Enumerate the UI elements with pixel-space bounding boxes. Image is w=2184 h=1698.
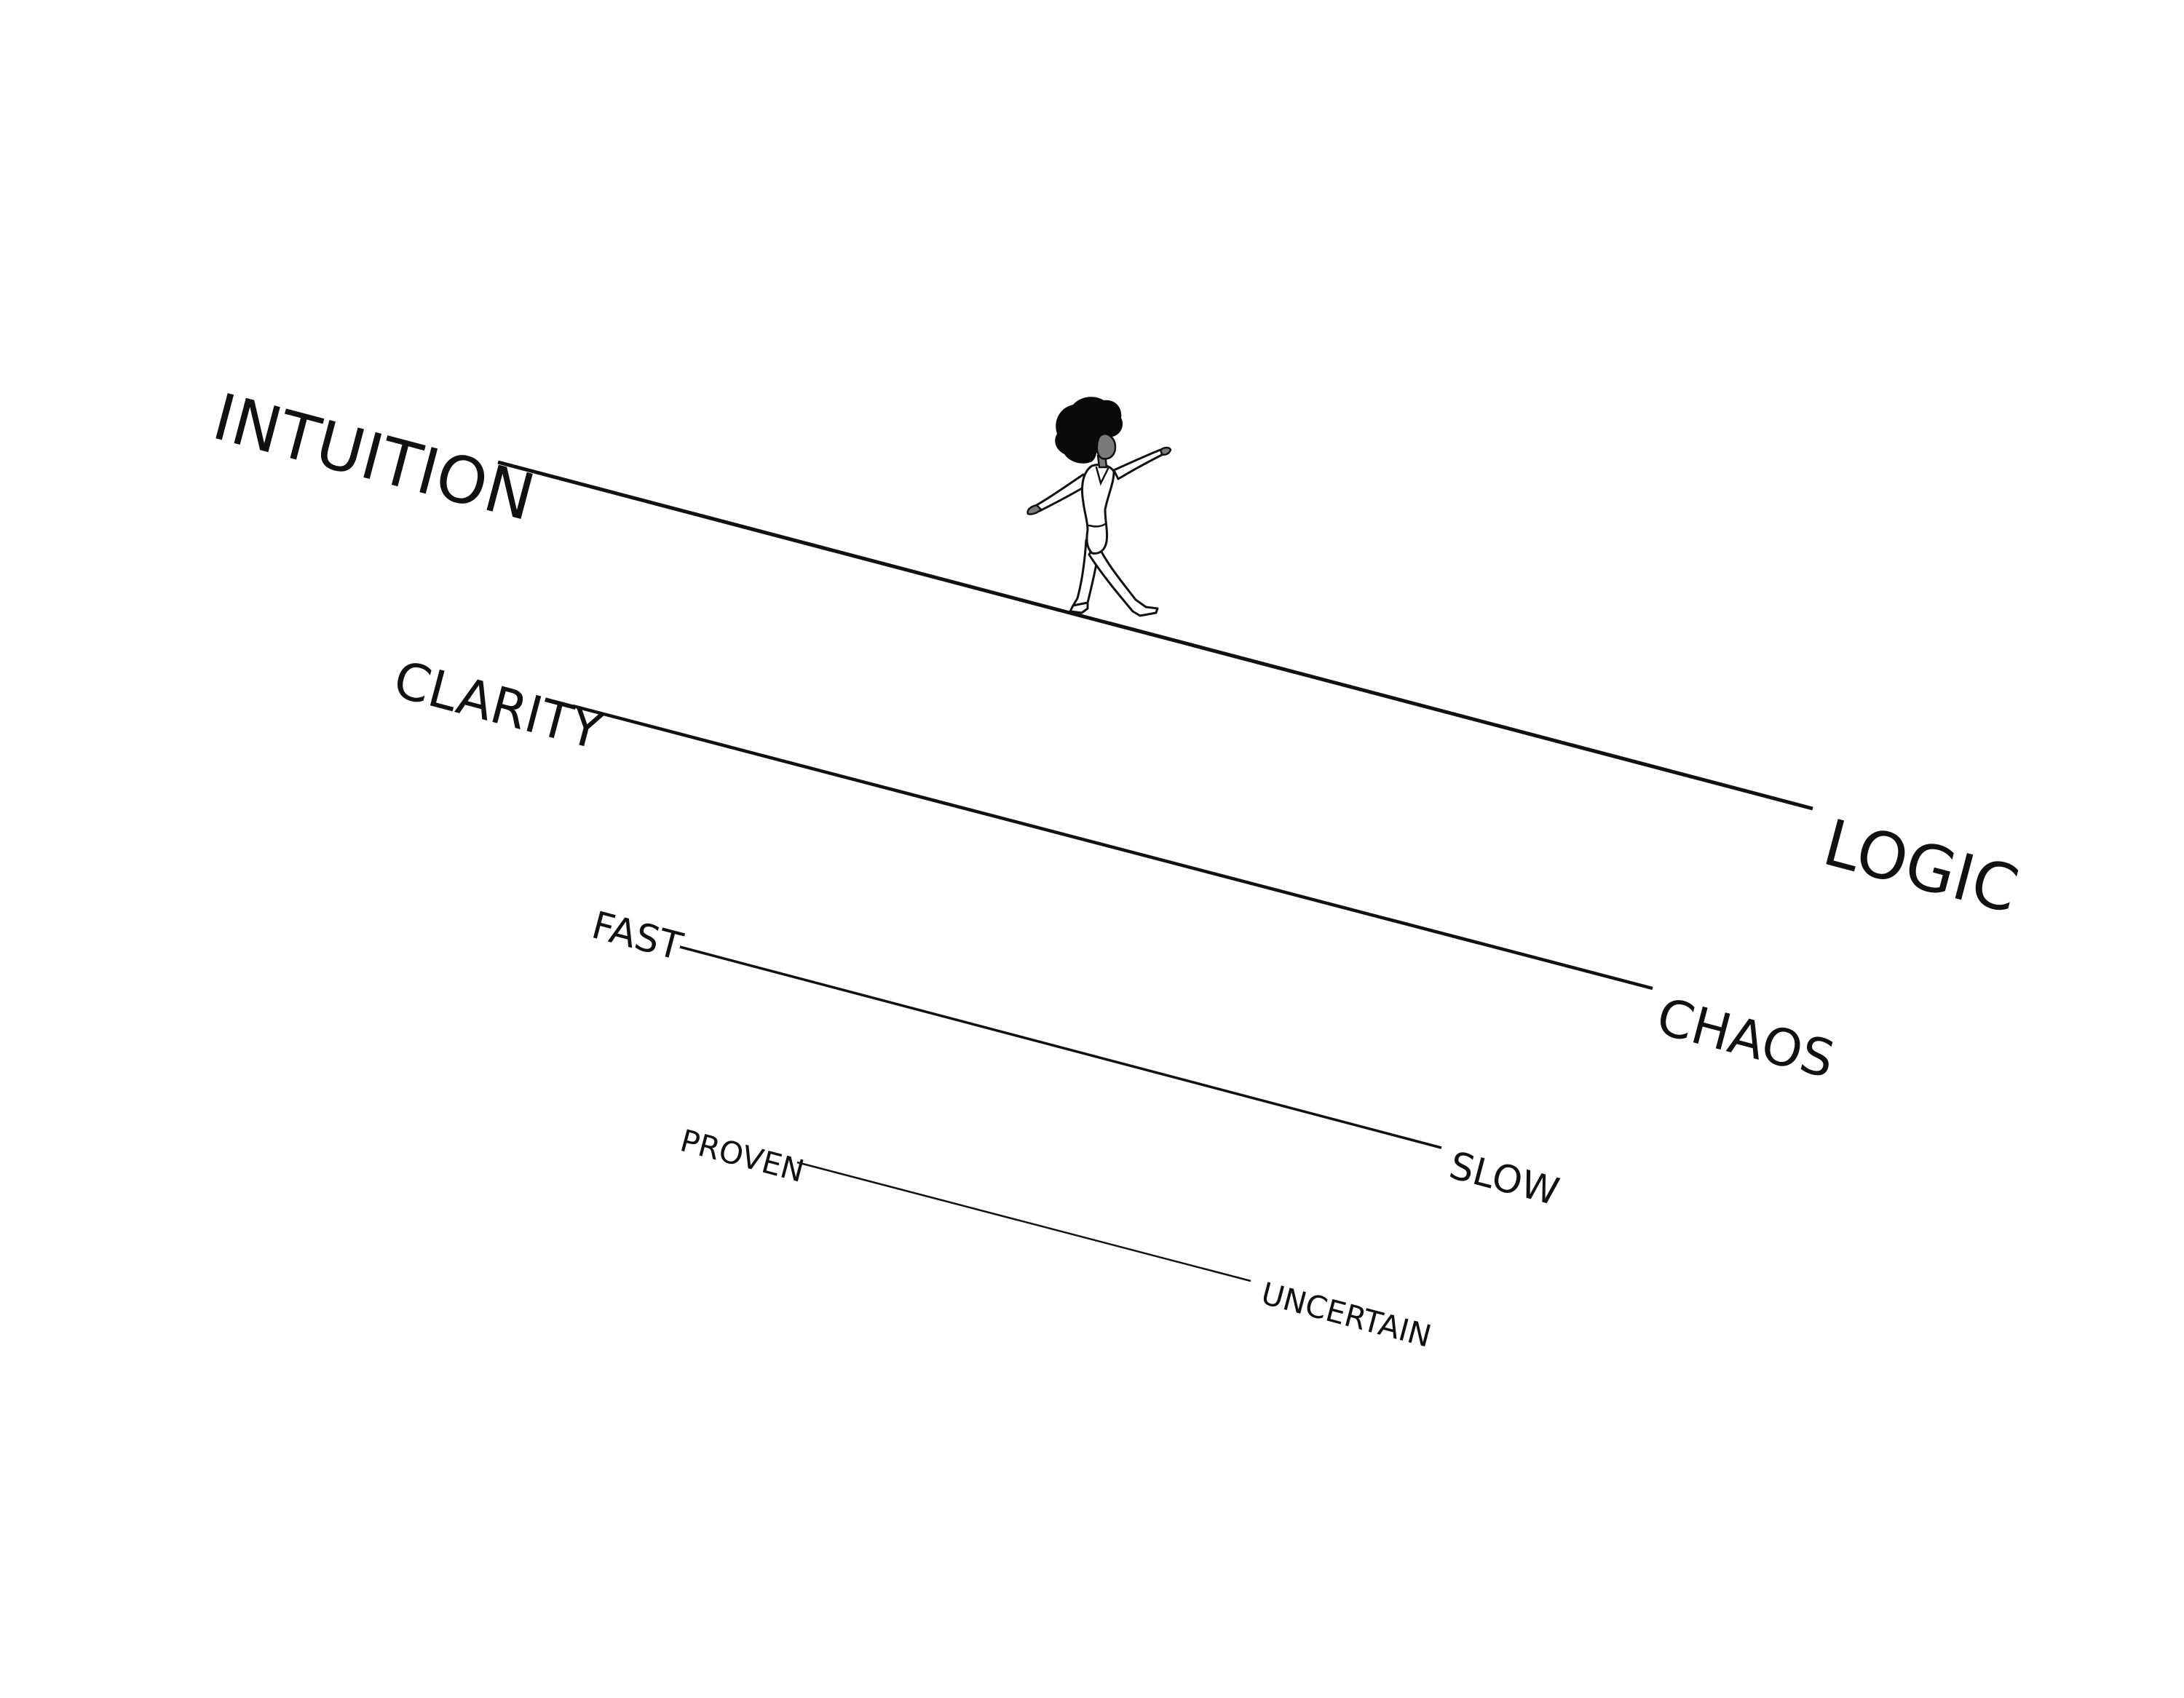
pole-label-chaos: CHAOS	[1651, 986, 1840, 1090]
pole-label-proven: PROVEN	[676, 1122, 807, 1189]
pole-label-intuition: INTUITION	[206, 379, 542, 536]
spectrum-intuition-logic: INTUITION LOGIC	[206, 379, 2026, 928]
spectrum-line-fast-slow	[680, 947, 1441, 1148]
walker-left-hand	[1028, 505, 1041, 515]
spectrum-proven-uncertain: PROVEN UNCERTAIN	[676, 1122, 1435, 1354]
walker-right-arm	[1114, 450, 1163, 479]
walker-torso	[1083, 464, 1115, 553]
pole-label-logic: LOGIC	[1816, 805, 2026, 928]
pole-label-clarity: CLARITY	[388, 649, 609, 761]
walker-right-hand	[1160, 448, 1171, 455]
spectrum-line-intuition-logic	[498, 462, 1813, 809]
spectrum-line-proven-uncertain	[797, 1162, 1251, 1281]
pole-label-slow: SLOW	[1445, 1144, 1564, 1215]
tightrope-walker-icon	[1028, 397, 1171, 616]
pole-label-uncertain: UNCERTAIN	[1257, 1275, 1435, 1354]
pole-label-fast: FAST	[587, 904, 687, 969]
spectrum-clarity-chaos: CLARITY CHAOS	[388, 649, 1840, 1090]
spectrum-line-clarity-chaos	[573, 706, 1653, 988]
